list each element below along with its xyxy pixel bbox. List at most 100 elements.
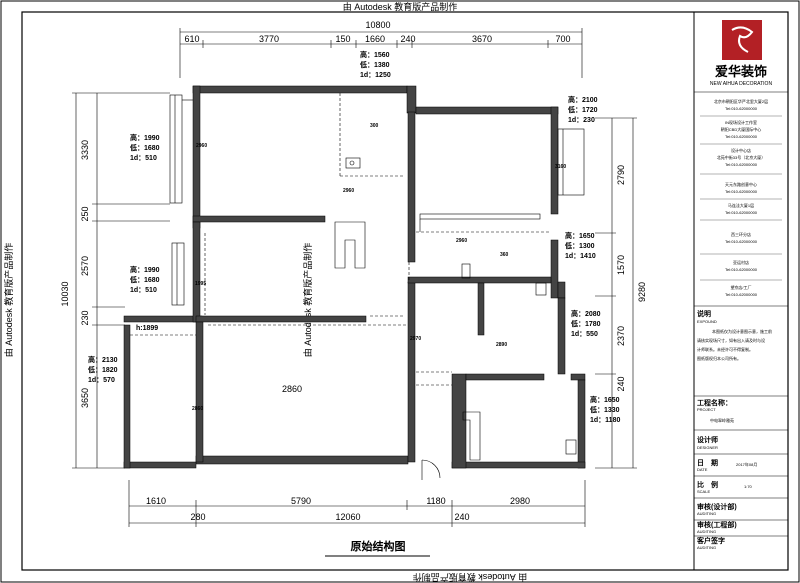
project-value: 中电翠岭雅苑 — [710, 417, 734, 423]
dim-right-4: 240 — [616, 376, 626, 391]
dim-top-1: 610 — [184, 34, 199, 44]
svg-text:Tel:010-62000000: Tel:010-62000000 — [725, 134, 758, 139]
scale-value: 1:70 — [744, 484, 753, 489]
svg-text:高：1560: 高：1560 — [360, 50, 390, 59]
fixtures — [334, 157, 577, 480]
label-r2860: 2860 — [282, 384, 302, 394]
dim-right-total: 9280 — [637, 282, 647, 302]
svg-text:北京市朝阳区华严北里大厦2层: 北京市朝阳区华严北里大厦2层 — [714, 98, 768, 104]
svg-text:1d：1180: 1d：1180 — [590, 417, 620, 424]
svg-text:IN现场设计工作室: IN现场设计工作室 — [725, 119, 757, 125]
dim-top-4: 1660 — [365, 34, 385, 44]
date-label: 日 期 — [697, 458, 718, 467]
audit1-label: 审核(设计部) — [697, 502, 737, 511]
walls — [123, 85, 586, 469]
svg-text:Tel:010-62000000: Tel:010-62000000 — [725, 239, 758, 244]
label-r2890: 2890 — [496, 342, 507, 348]
drawing-frame — [21, 11, 789, 571]
svg-text:低：1680: 低：1680 — [129, 275, 160, 284]
dim-right-1: 2790 — [616, 165, 626, 185]
watermark-middle: 由 Autodesk 教育版产品制作 — [302, 243, 313, 358]
dim-top-5: 240 — [400, 34, 415, 44]
svg-text:1d：1250: 1d：1250 — [360, 72, 391, 79]
svg-text:1d：230: 1d：230 — [568, 117, 595, 124]
label-r3160: 3160 — [555, 164, 566, 170]
svg-text:Tel:010-62000000: Tel:010-62000000 — [725, 267, 758, 272]
svg-text:低：1330: 低：1330 — [589, 405, 620, 414]
date-value: 2017年08月 — [736, 461, 757, 467]
dim-top-6: 3670 — [472, 34, 492, 44]
svg-text:望京店/工厂: 望京店/工厂 — [730, 284, 751, 290]
svg-text:低：1680: 低：1680 — [129, 143, 160, 152]
dim-left-4: 230 — [80, 310, 90, 325]
label-r2960b: 2960 — [343, 188, 354, 194]
svg-text:高：2130: 高：2130 — [88, 355, 118, 364]
explain-line-2: 请核实现场尺寸，如有出入请及时与设 — [697, 337, 765, 343]
label-r2970: 2970 — [410, 336, 421, 342]
owner-label-en: AUDITING — [697, 545, 716, 550]
svg-text:高：1650: 高：1650 — [590, 395, 620, 404]
svg-text:西三环分店: 西三环分店 — [731, 231, 751, 237]
watermark-bottom: 由 Autodesk 教育版产品制作 — [413, 572, 528, 583]
dim-top-7: 700 — [555, 34, 570, 44]
dim-right-2: 1570 — [616, 255, 626, 275]
dim-right-3: 2370 — [616, 326, 626, 346]
audit2-label: 审核(工程部) — [697, 520, 737, 529]
brand-logo — [722, 20, 762, 60]
dim-left-1: 3330 — [80, 140, 90, 160]
svg-text:Tel:010-62000000: Tel:010-62000000 — [725, 162, 758, 167]
svg-text:高：2080: 高：2080 — [571, 309, 601, 318]
brand-name-en: NEW AIHUA DECORATION — [710, 81, 773, 87]
note-1: 高：1990 低：1680 1d：510 — [129, 133, 160, 162]
top-dimensions — [179, 28, 583, 78]
svg-text:高：1990: 高：1990 — [130, 133, 160, 142]
note-5: 高：1650 低：1300 1d：1410 — [564, 231, 596, 260]
svg-text:朝阳CBD大厦国际中心: 朝阳CBD大厦国际中心 — [721, 126, 761, 132]
svg-text:亚运村店: 亚运村店 — [733, 259, 749, 265]
explain-line-4: 图纸版权归本公司所有。 — [697, 355, 741, 361]
dim-top-2: 3770 — [259, 34, 279, 44]
svg-text:低：1380: 低：1380 — [359, 60, 390, 69]
left-dimensions — [72, 92, 170, 469]
svg-text:1d：1410: 1d：1410 — [565, 253, 596, 260]
svg-text:天元东路创意中心: 天元东路创意中心 — [725, 181, 757, 187]
dim-bottom-7: 240 — [454, 512, 469, 522]
explain-line-1: 本图纸仅为设计意图示意，施工前 — [712, 328, 772, 334]
svg-text:Tel:010-62000000: Tel:010-62000000 — [725, 189, 758, 194]
explain-label: 说明 — [697, 309, 711, 318]
svg-text:低：1720: 低：1720 — [567, 105, 598, 114]
dim-bottom-2: 5790 — [291, 496, 311, 506]
svg-text:高：1990: 高：1990 — [130, 265, 160, 274]
dim-left-total: 10030 — [60, 281, 70, 306]
note-6: 高：2130 低：1820 1d：570 — [87, 355, 118, 384]
dim-left-5: 3650 — [80, 388, 90, 408]
right-dimensions — [595, 117, 637, 469]
title-block: 爱华装饰 NEW AIHUA DECORATION 北京市朝阳区华严北里大厦2层… — [693, 12, 788, 570]
designer-label-en: DESIGNER — [697, 445, 718, 450]
scale-label-en: SCALE — [697, 489, 710, 494]
svg-text:低：1820: 低：1820 — [87, 365, 118, 374]
svg-text:1d：550: 1d：550 — [571, 331, 598, 338]
label-r2960c: 2960 — [456, 238, 467, 244]
svg-text:1d：510: 1d：510 — [130, 155, 157, 162]
svg-text:低：1300: 低：1300 — [564, 241, 595, 250]
audit2-label-en: AUDITING — [697, 529, 716, 534]
svg-text:Tel:010-62000000: Tel:010-62000000 — [725, 106, 758, 111]
note-4: 高：1990 低：1680 1d：510 — [129, 265, 160, 294]
label-r2960: 2960 — [196, 143, 207, 149]
label-r360: 360 — [500, 252, 509, 258]
label-r300: 300 — [370, 123, 379, 129]
brand-name: 爱华装饰 — [715, 64, 767, 79]
svg-text:北苑中街33号（北京大厦）: 北苑中街33号（北京大厦） — [717, 154, 765, 160]
label-r2860b: 2860 — [192, 406, 203, 412]
note-7: 高：2080 低：1780 1d：550 — [570, 309, 601, 338]
project-label: 工程名称： — [697, 398, 732, 407]
svg-text:设计中心店: 设计中心店 — [731, 147, 751, 153]
dim-bottom-3: 1180 — [426, 496, 445, 506]
explain-label-en: EXPOUND — [697, 319, 717, 324]
label-h1899: h:1899 — [136, 325, 158, 332]
label-r1995: 1995 — [195, 281, 206, 287]
dim-top-3: 150 — [335, 34, 350, 44]
windows — [169, 94, 585, 306]
